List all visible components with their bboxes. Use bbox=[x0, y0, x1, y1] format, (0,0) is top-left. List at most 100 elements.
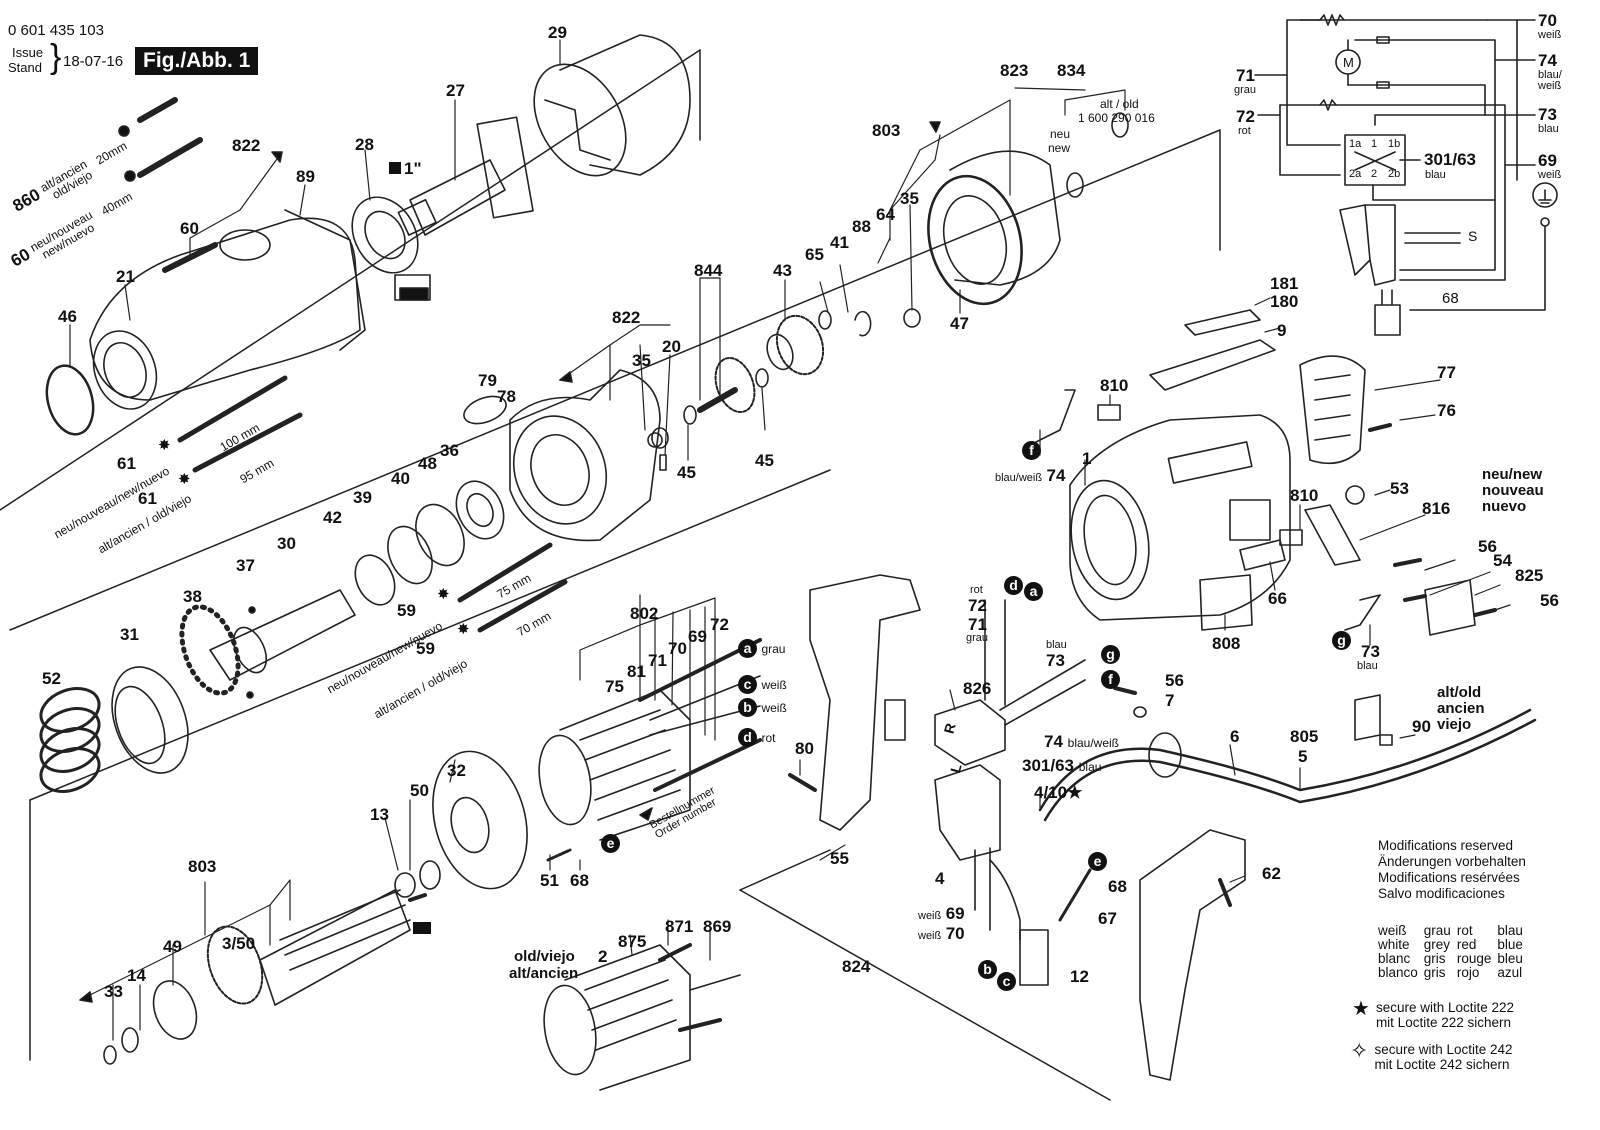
part-4-switch-lever bbox=[934, 764, 1021, 941]
callout-1: 1 bbox=[1082, 449, 1092, 468]
wiring-schematic bbox=[1254, 14, 1558, 336]
callout-79: 79 bbox=[478, 371, 497, 390]
callout-825: 825 bbox=[1515, 566, 1544, 585]
star-outline-icon: ✧ bbox=[1350, 1038, 1369, 1063]
part-35-bearing-upper bbox=[903, 308, 921, 328]
switch-terminal-1: 1 bbox=[1371, 138, 1378, 150]
wire-marker-a-switch: a bbox=[1024, 582, 1043, 601]
part-7-clamp bbox=[1133, 706, 1147, 718]
callout-181: 181 bbox=[1270, 274, 1299, 293]
loctite-222-star-icon: ★ bbox=[1067, 783, 1083, 802]
callout-54: 54 bbox=[1493, 551, 1512, 570]
stand-label: Stand bbox=[8, 60, 42, 75]
part-56-screw-2 bbox=[1473, 608, 1497, 617]
part-12-connector bbox=[1019, 929, 1049, 986]
schematic-wire-74: 74 bbox=[1538, 51, 1557, 70]
callout-71-switch: 71 bbox=[968, 615, 987, 634]
callout-62: 62 bbox=[1262, 864, 1281, 883]
callout-65: 65 bbox=[805, 245, 824, 264]
callout-66: 66 bbox=[1268, 589, 1287, 608]
callout-74-switch: 74 blau/weiß bbox=[1044, 732, 1120, 751]
wire-73-color: blau bbox=[1046, 639, 1067, 651]
callout-73-housing: 73 bbox=[1361, 642, 1380, 661]
callout-55: 55 bbox=[830, 849, 849, 868]
loctite-242-symbol-3: ✸ bbox=[437, 586, 450, 603]
part-56-screw bbox=[1393, 558, 1422, 567]
callout-81: 81 bbox=[627, 662, 646, 681]
rings-36-48-40-39 bbox=[354, 480, 505, 606]
callout-76: 76 bbox=[1437, 401, 1456, 420]
callout-70: 70 bbox=[668, 639, 687, 658]
callout-72-switch: 72 bbox=[968, 596, 987, 615]
callout-301-63: 301/63 blau bbox=[1022, 756, 1102, 775]
brace-symbol: } bbox=[50, 38, 62, 76]
wire-marker-a: a grau bbox=[738, 639, 785, 658]
switch-terminal-2b: 2b bbox=[1388, 168, 1401, 180]
schematic-wire-68: 68 bbox=[1442, 290, 1459, 307]
part-33-bearing bbox=[103, 1045, 117, 1065]
schematic-wire-73: 73 bbox=[1538, 105, 1557, 124]
callout-78: 78 bbox=[497, 387, 516, 406]
wire-marker-d-switch: d bbox=[1004, 576, 1023, 595]
callout-59-new: 59 bbox=[397, 601, 416, 620]
wire-marker-c: c weiß bbox=[738, 675, 787, 694]
part-89-gasket bbox=[284, 209, 366, 351]
part-41-circlip bbox=[854, 310, 872, 337]
callout-35-upper: 35 bbox=[900, 189, 919, 208]
part-80-screw bbox=[788, 773, 817, 792]
callout-80: 80 bbox=[795, 739, 814, 758]
part-834-seal-new bbox=[1066, 172, 1084, 198]
callout-72: 72 bbox=[710, 615, 729, 634]
callout-53: 53 bbox=[1390, 479, 1409, 498]
callout-42: 42 bbox=[323, 508, 342, 527]
wire-marker-b-lever: b bbox=[978, 960, 997, 979]
screws-860-60 bbox=[118, 97, 218, 273]
callout-64: 64 bbox=[876, 205, 895, 224]
callout-12: 12 bbox=[1070, 967, 1089, 986]
callout-67: 67 bbox=[1098, 909, 1117, 928]
modifications-note: Modifications reserved Änderungen vorbeh… bbox=[1378, 838, 1526, 901]
part-74-wire bbox=[1029, 389, 1076, 446]
star-filled-icon: ★ bbox=[1352, 998, 1370, 1020]
wire-marker-d: d rot bbox=[738, 728, 775, 747]
callout-822-lower: 822 bbox=[612, 308, 641, 327]
part-805-strain-relief bbox=[1354, 694, 1381, 741]
part-78-ring bbox=[463, 395, 507, 425]
frame-lines bbox=[0, 49, 1221, 1101]
part-834-seal-old bbox=[1111, 112, 1129, 138]
wire-marker-e-lever: e bbox=[1088, 852, 1107, 871]
part-62-handle-half bbox=[1139, 829, 1246, 1081]
wire-marker-e: e bbox=[601, 834, 620, 853]
part-810-carbon-brush-2 bbox=[1279, 529, 1303, 546]
part-number: 0 601 435 103 bbox=[8, 22, 104, 39]
seal-new-label-2: new bbox=[1048, 141, 1071, 155]
callout-61-new: 61 bbox=[117, 454, 136, 473]
callout-41: 41 bbox=[830, 233, 849, 252]
callout-43: 43 bbox=[773, 261, 792, 280]
callout-51: 51 bbox=[540, 871, 559, 890]
grease-symbol-2 bbox=[413, 922, 431, 934]
callout-89: 89 bbox=[296, 167, 315, 186]
callout-69: 69 bbox=[688, 627, 707, 646]
schematic-wire-74-color-2: weiß bbox=[1538, 80, 1562, 92]
callout-74-housing: blau/weiß 74 bbox=[995, 466, 1066, 485]
schematic-wire-70-color: weiß bbox=[1538, 29, 1562, 41]
part-1-motor-housing bbox=[1069, 414, 1291, 621]
part-35-bearing bbox=[651, 427, 669, 449]
callout-5: 5 bbox=[1298, 747, 1308, 766]
callout-88: 88 bbox=[852, 217, 871, 236]
callout-13: 13 bbox=[370, 805, 389, 824]
issue-label: Issue bbox=[12, 45, 44, 60]
part-802-stator bbox=[538, 638, 762, 841]
part-810-carbon-brush bbox=[1097, 404, 1121, 421]
part-803-armature bbox=[206, 889, 427, 1006]
part-51-brush-spring bbox=[546, 848, 572, 862]
callout-61-old: 61 bbox=[138, 489, 157, 508]
old-stator-note-2: alt/ancien bbox=[509, 965, 579, 982]
part-27-anvil bbox=[397, 116, 534, 236]
callout-6: 6 bbox=[1230, 727, 1240, 746]
